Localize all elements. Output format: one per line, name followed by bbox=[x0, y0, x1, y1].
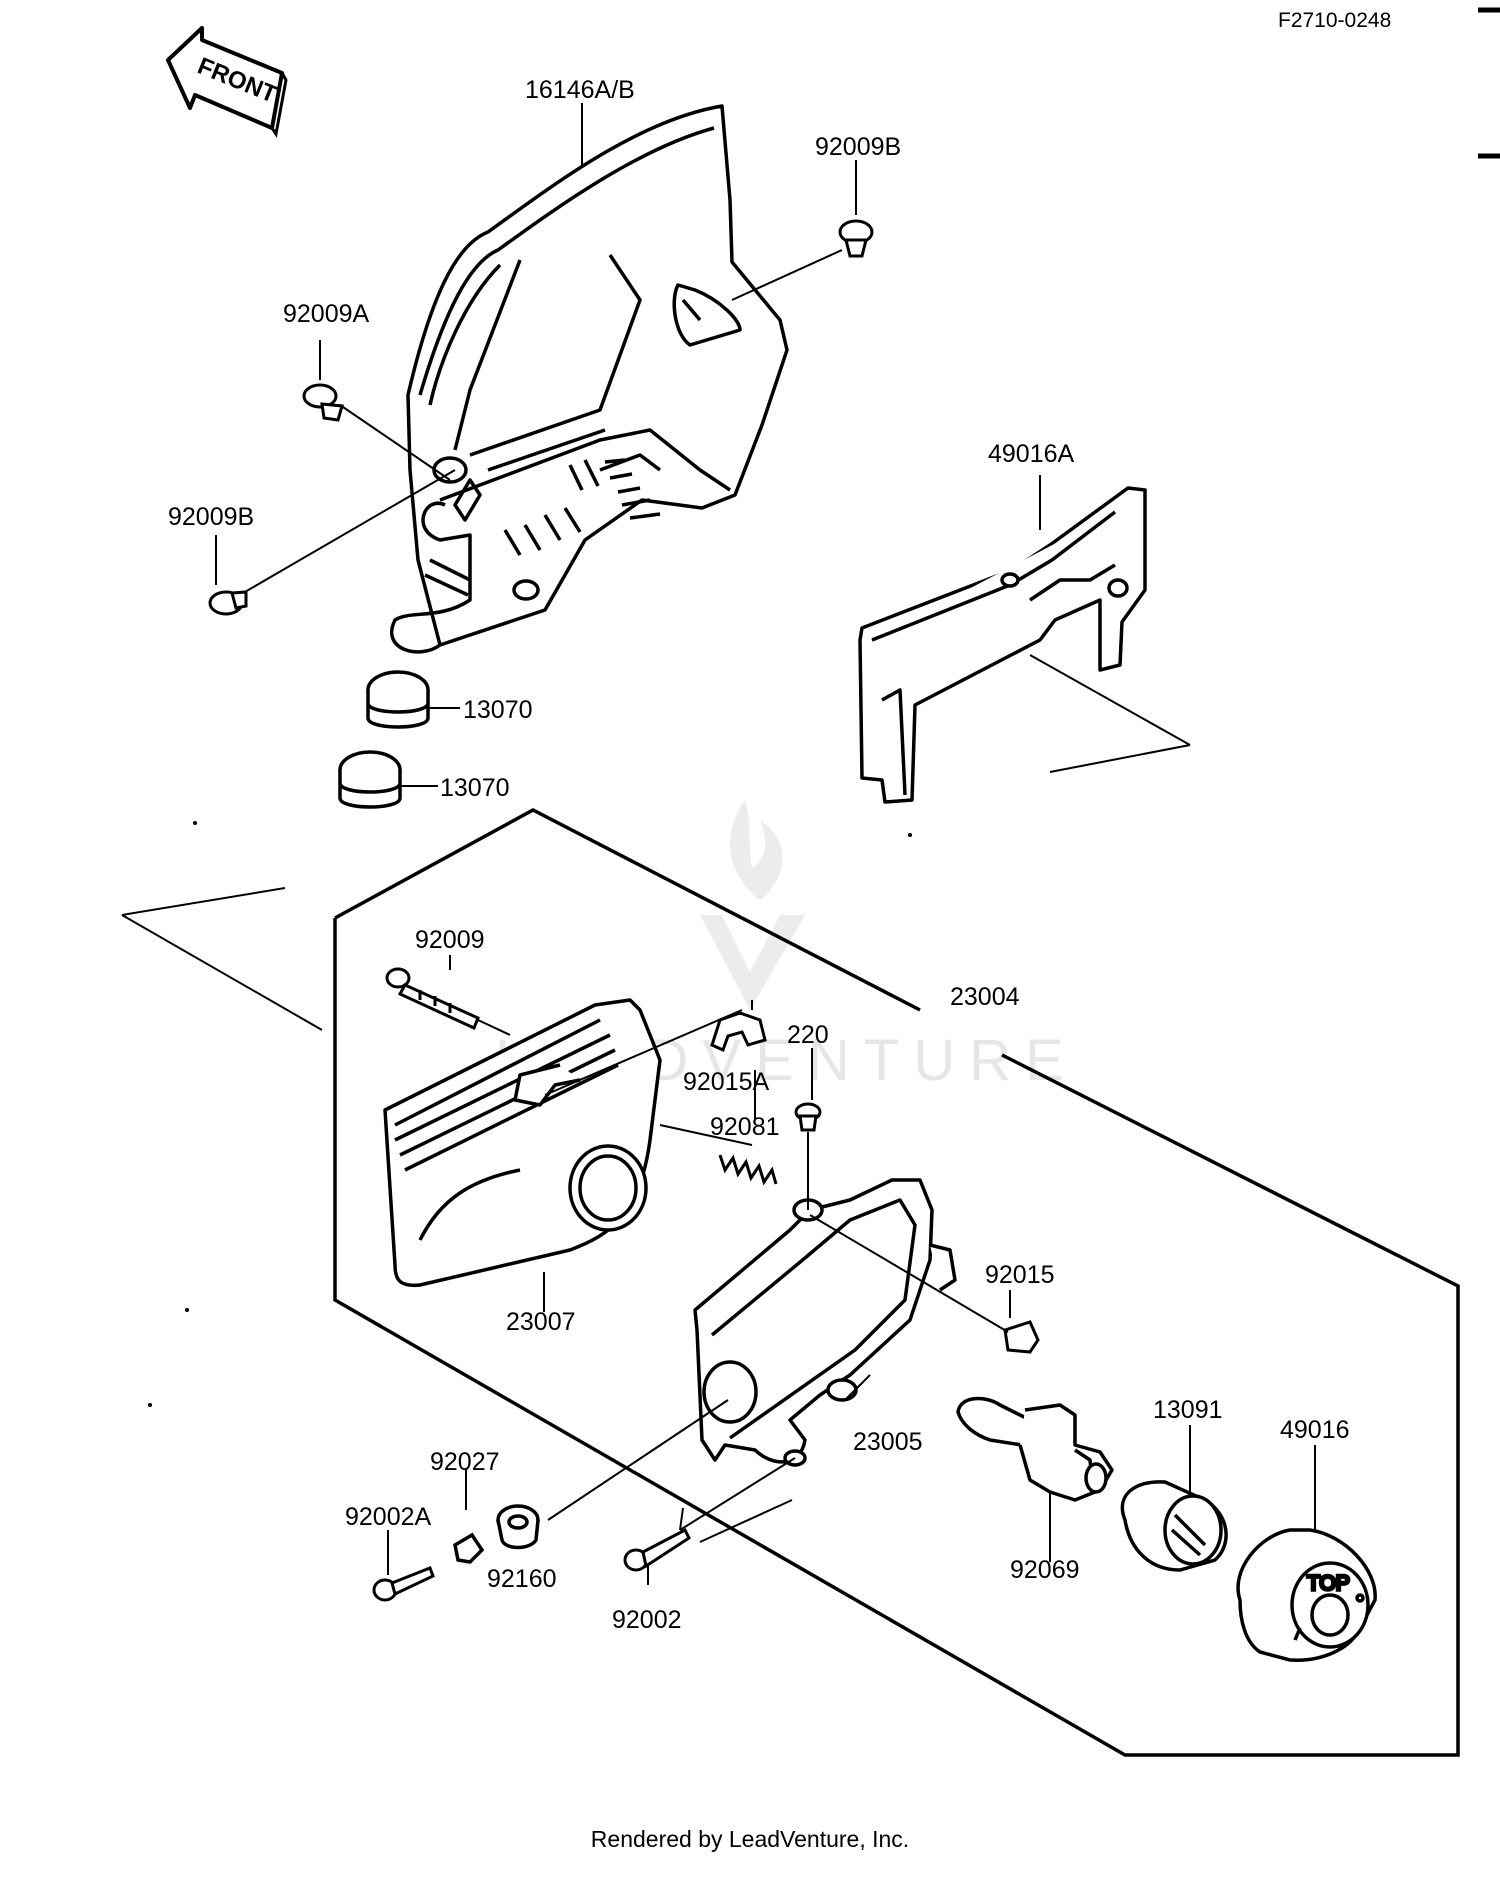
headlight-unit-23007 bbox=[383, 998, 662, 1288]
label-13091: 13091 bbox=[1153, 1396, 1223, 1424]
collar-92160 bbox=[496, 1504, 540, 1550]
screw-92009b-left bbox=[208, 590, 248, 616]
label-92009b-left: 92009B bbox=[168, 503, 254, 531]
label-13070-a: 13070 bbox=[463, 696, 533, 724]
label-49016: 49016 bbox=[1280, 1416, 1350, 1444]
reference-code: F2710-0248 bbox=[1278, 9, 1391, 32]
headlight-rim-23005 bbox=[693, 1178, 957, 1467]
upper-leaders bbox=[215, 103, 1191, 787]
bulb-92069 bbox=[956, 1396, 1114, 1502]
label-23007: 23007 bbox=[506, 1308, 576, 1336]
label-92069: 92069 bbox=[1010, 1556, 1080, 1584]
lower-leaders bbox=[387, 955, 1316, 1585]
label-16146ab: 16146A/B bbox=[525, 76, 635, 104]
cap-49016: TOP bbox=[1236, 1528, 1377, 1662]
label-13070-b: 13070 bbox=[440, 774, 510, 802]
clip-92015a bbox=[710, 1011, 767, 1053]
headlight-cowl-part bbox=[390, 104, 789, 654]
label-92009: 92009 bbox=[415, 926, 485, 954]
screw-92009b-top bbox=[838, 219, 874, 258]
label-92081: 92081 bbox=[710, 1113, 780, 1141]
label-92002a: 92002A bbox=[345, 1503, 432, 1531]
screw-92009 bbox=[385, 967, 480, 1031]
screw-92009a bbox=[302, 383, 344, 422]
grommet-13070-a bbox=[366, 670, 430, 729]
top-mark-label: TOP bbox=[1307, 1572, 1350, 1595]
label-92009a: 92009A bbox=[283, 300, 370, 328]
screw-220 bbox=[794, 1102, 822, 1132]
collar-92027 bbox=[453, 1532, 485, 1564]
label-92027: 92027 bbox=[430, 1448, 500, 1476]
socket-13091 bbox=[1120, 1480, 1228, 1572]
label-92160: 92160 bbox=[487, 1565, 557, 1593]
assembly-frame-23004 bbox=[121, 808, 1460, 1757]
label-92009b-top: 92009B bbox=[815, 133, 901, 161]
bolt-92002a bbox=[372, 1566, 435, 1602]
bracket-49016a bbox=[858, 486, 1147, 804]
label-23004: 23004 bbox=[950, 983, 1020, 1011]
grommet-13070-b bbox=[338, 750, 402, 809]
label-92015a: 92015A bbox=[683, 1068, 770, 1096]
label-92002: 92002 bbox=[612, 1606, 682, 1634]
label-49016a: 49016A bbox=[988, 440, 1075, 468]
spring-92081 bbox=[718, 1154, 778, 1186]
front-arrow-icon: FRONT bbox=[166, 26, 288, 138]
bolt-92002 bbox=[623, 1527, 691, 1572]
footer-credit: Rendered by LeadVenture, Inc. bbox=[590, 1826, 910, 1852]
nut-92015 bbox=[1003, 1320, 1040, 1354]
label-23005: 23005 bbox=[853, 1428, 923, 1456]
label-220: 220 bbox=[787, 1021, 829, 1049]
label-92015: 92015 bbox=[985, 1261, 1055, 1289]
